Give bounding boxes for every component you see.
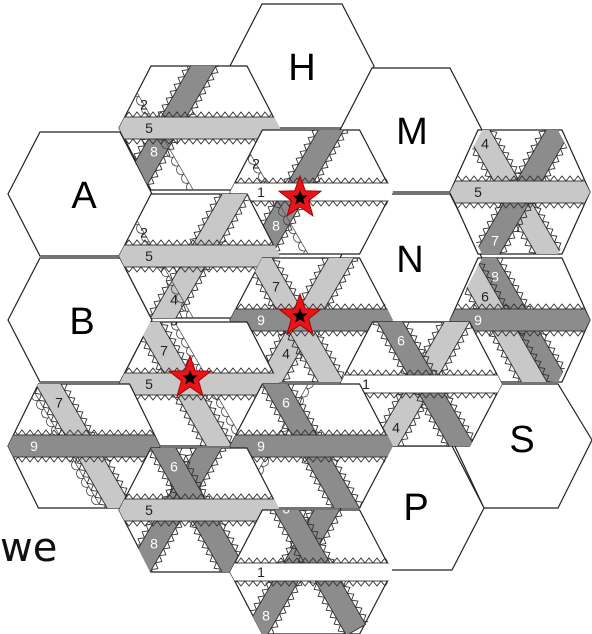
strip-number: 9 — [474, 312, 482, 328]
letter-hex-B[interactable]: B — [7, 257, 153, 383]
star-marker-icon — [277, 292, 323, 335]
letter-hex-label: P — [403, 487, 428, 529]
letter-hex-label: H — [288, 47, 315, 89]
strip-number: 2 — [140, 225, 148, 241]
path-tile[interactable]: 8 2 5 — [109, 19, 293, 230]
strip-number: 6 — [397, 333, 405, 349]
letter-hex-label: S — [509, 419, 534, 461]
path-strip: 9 — [230, 429, 393, 463]
strip-number: 6 — [481, 289, 489, 305]
partial-word-text: we — [0, 525, 58, 571]
strip-number: 9 — [257, 312, 265, 328]
strip-number: 7 — [491, 232, 499, 248]
strip-number: 2 — [252, 156, 260, 172]
strip-number: 6 — [282, 501, 290, 517]
strip-number: 8 — [262, 607, 270, 623]
strip-number: 1 — [257, 184, 265, 200]
letter-hex-label: M — [396, 111, 428, 153]
strip-number: 3 — [170, 313, 178, 329]
strip-number: 6 — [282, 395, 290, 411]
path-strip: 1 — [230, 557, 393, 587]
strip-number: 4 — [481, 136, 489, 152]
strip-number: 4 — [282, 345, 290, 361]
strip-number: 9 — [30, 438, 38, 454]
strip-number: 4 — [170, 291, 178, 307]
path-tile[interactable]: 4 2 5 — [109, 167, 293, 358]
strip-number: 7 — [55, 395, 63, 411]
path-strip: 9 — [8, 429, 160, 463]
strip-number: 7 — [272, 279, 280, 295]
strip-number: 5 — [474, 184, 482, 200]
path-strip: 5 — [119, 111, 280, 145]
strip-number: 6 — [170, 459, 178, 475]
path-strip: 6 — [253, 501, 371, 634]
letter-hex-H[interactable]: H — [229, 3, 375, 129]
path-tile[interactable]: 8 6 1 — [221, 466, 405, 634]
strip-number: 2 — [140, 97, 148, 113]
strip-number: 5 — [145, 248, 153, 264]
path-tile[interactable]: 4 6 1 — [326, 295, 510, 474]
strip-number: 5 — [145, 502, 153, 518]
path-tile[interactable]: 369 — [221, 349, 405, 535]
letter-hex-label: B — [69, 301, 94, 343]
star-marker-icon — [167, 354, 213, 397]
strip-number: 3 — [25, 375, 33, 391]
strip-number: 5 — [145, 120, 153, 136]
strip-number: 8 — [150, 143, 158, 159]
strip-number: 8 — [491, 269, 499, 285]
strip-number: 5 — [145, 376, 153, 392]
strip-number: 1 — [362, 376, 370, 392]
strip-number: 7 — [160, 343, 168, 359]
path-strip: 5 — [450, 175, 590, 209]
path-tile[interactable]: 8 6 5 — [109, 411, 293, 600]
path-tile[interactable]: 3 7 9 — [0, 344, 178, 535]
letter-hex-label: N — [396, 239, 423, 281]
letter-hex-label: A — [71, 175, 97, 217]
strip-number: 8 — [272, 217, 280, 233]
path-tile[interactable]: 4 7 5 — [438, 101, 592, 283]
path-tiles: 825821475425479869375461379369865861 — [0, 19, 592, 634]
strip-number: 8 — [150, 535, 158, 551]
star-markers — [167, 174, 323, 397]
strip-number: 1 — [257, 564, 265, 580]
strip-number: 4 — [392, 419, 400, 435]
strip-number: 9 — [257, 438, 265, 454]
star-marker-icon — [277, 174, 323, 217]
